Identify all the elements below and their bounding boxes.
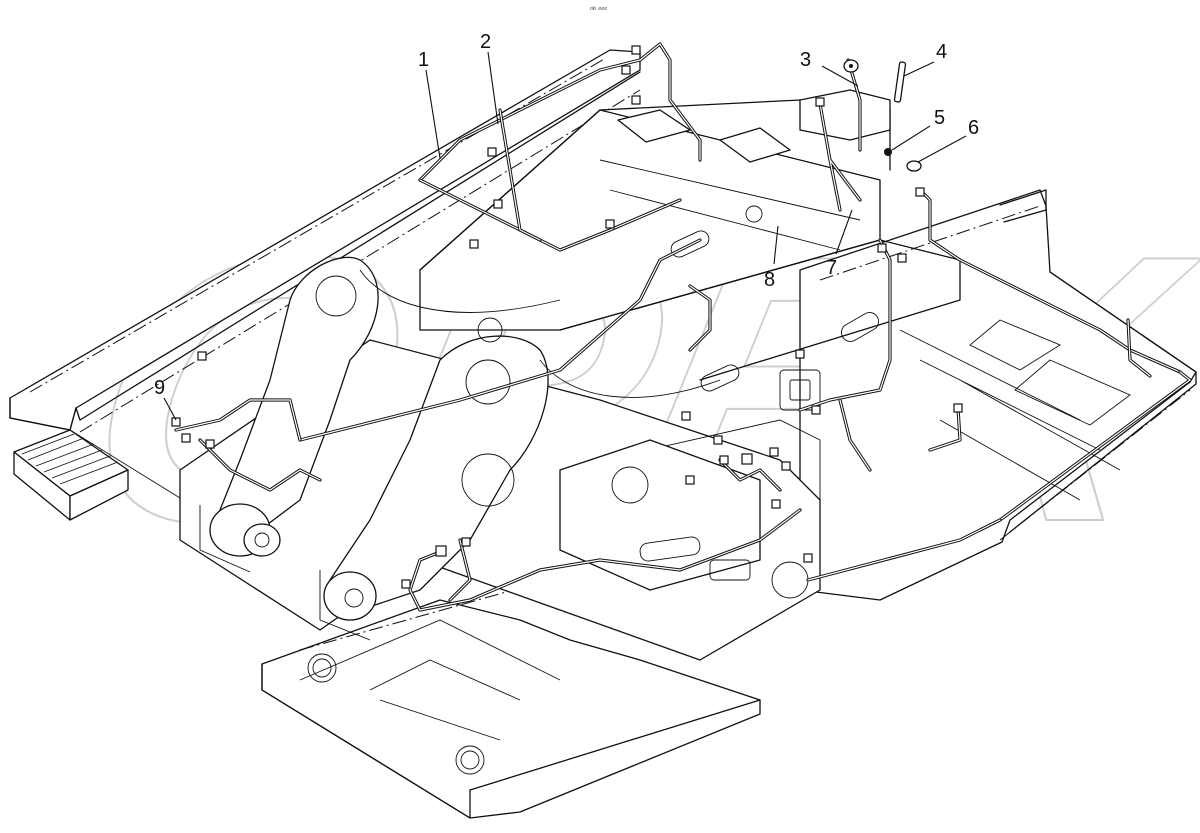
nut-item — [906, 160, 922, 172]
callout-6-label: 6 — [968, 117, 979, 139]
callout-8-label: 8 — [764, 269, 775, 291]
callout-3: 3 — [800, 49, 859, 87]
callout-9-label: 9 — [154, 377, 165, 399]
callout-1: 1 — [418, 49, 441, 159]
callout-2-label: 2 — [480, 31, 491, 53]
callout-1-label: 1 — [418, 49, 429, 71]
callout-4: 4 — [903, 41, 947, 77]
callout-5-label: 5 — [934, 107, 945, 129]
callout-3-label: 3 — [800, 49, 811, 71]
rear-block — [261, 559, 761, 819]
callout-5: 5 — [891, 107, 945, 151]
washer-item — [884, 148, 892, 156]
bolt-item — [893, 61, 907, 103]
connectors — [171, 45, 963, 589]
callout-2: 2 — [480, 31, 499, 125]
wire-harnesses — [174, 42, 1192, 612]
callouts: 1 2 3 4 5 6 7 8 — [154, 31, 979, 421]
callout-6: 6 — [917, 117, 979, 163]
callout-9: 9 — [154, 377, 177, 421]
header-mark: ᵒᵇ ᵉᵉᵉ — [590, 5, 607, 14]
callout-7-label: 7 — [826, 257, 837, 279]
callout-4-label: 4 — [936, 41, 947, 63]
ground-cable-terminal — [843, 59, 859, 73]
step-plate — [13, 429, 129, 521]
slot-cutouts — [477, 205, 879, 411]
right-deck — [799, 189, 1197, 601]
callout-7: 7 — [826, 209, 853, 279]
callout-8: 8 — [764, 225, 779, 291]
boom-pin-bosses — [199, 503, 377, 641]
boom-bracket-left — [219, 256, 561, 531]
